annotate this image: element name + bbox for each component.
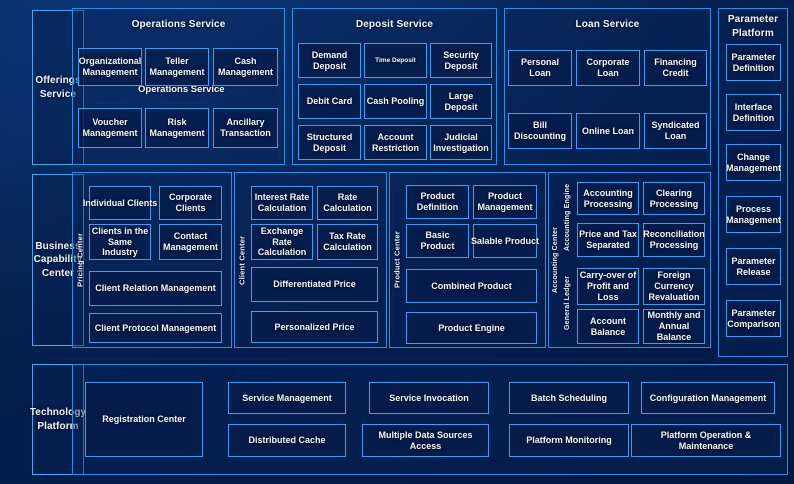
cell-monthly-and-annual-balance[interactable]: Monthly and Annual Balance <box>643 309 705 344</box>
cell-platform-monitoring[interactable]: Platform Monitoring <box>509 424 629 457</box>
cell-parameter-definition[interactable]: Parameter Definition <box>726 44 781 81</box>
cell-service-management[interactable]: Service Management <box>228 382 346 414</box>
cell-process-management[interactable]: Process Management <box>726 196 781 233</box>
cell-product-management[interactable]: Product Management <box>473 185 537 219</box>
cell-exchange-rate-calculation[interactable]: Exchange Rate Calculation <box>251 224 313 260</box>
cell-carry-over-of-profit-and-loss[interactable]: Carry-over of Profit and Loss <box>577 268 639 305</box>
cell-large-deposit[interactable]: Large Deposit <box>430 84 492 119</box>
cell-product-definition[interactable]: Product Definition <box>406 185 469 219</box>
cell-reconciliation-processing[interactable]: Reconciliation Processing <box>643 223 705 257</box>
cell-combined-product[interactable]: Combined Product <box>406 269 537 303</box>
cell-configuration-management[interactable]: Configuration Management <box>641 382 775 414</box>
vertical-label-general-ledger: General Ledger <box>564 275 571 331</box>
cell-structured-deposit[interactable]: Structured Deposit <box>298 125 361 160</box>
cell-platform-operation-and-maintenance[interactable]: Platform Operation & Maintenance <box>631 424 781 457</box>
cell-bill-discounting[interactable]: Bill Discounting <box>508 113 572 149</box>
cell-account-restriction[interactable]: Account Restriction <box>364 125 427 160</box>
cell-account-balance[interactable]: Account Balance <box>577 309 639 344</box>
cell-time-deposit[interactable]: Time Deposit <box>364 43 427 78</box>
row-label-business-capability-center: Business Capability Center <box>32 174 84 346</box>
cell-judicial-investigation[interactable]: Judicial Investigation <box>430 125 492 160</box>
cell-clients-in-the-same-industry[interactable]: Clients in the Same Industry <box>89 224 151 260</box>
cell-distributed-cache[interactable]: Distributed Cache <box>228 424 346 457</box>
cell-organizational-management[interactable]: Organizational Management <box>78 48 142 86</box>
cell-personalized-price[interactable]: Personalized Price <box>251 311 378 343</box>
row-label-offerings-service: Offerings Service <box>32 10 84 165</box>
cell-multiple-data-sources-access[interactable]: Multiple Data Sources Access <box>362 424 489 457</box>
cell-parameter-release[interactable]: Parameter Release <box>726 248 781 285</box>
cell-salable-product[interactable]: Salable Product <box>471 224 539 258</box>
cell-individual-clients[interactable]: Individual Clients <box>83 186 157 220</box>
cell-teller-management[interactable]: Teller Management <box>145 48 209 86</box>
cell-online-loan[interactable]: Online Loan <box>576 113 640 149</box>
cell-voucher-management[interactable]: Voucher Management <box>78 108 142 148</box>
cell-interface-definition[interactable]: Interface Definition <box>726 94 781 131</box>
cell-registration-center[interactable]: Registration Center <box>85 382 203 457</box>
cell-security-deposit[interactable]: Security Deposit <box>430 43 492 78</box>
cell-debit-card[interactable]: Debit Card <box>298 84 361 119</box>
cell-client-protocol-management[interactable]: Client Protocol Management <box>89 313 222 343</box>
cell-change-management[interactable]: Change Management <box>726 144 781 181</box>
vertical-label-client-center: Client Center <box>237 235 247 285</box>
cell-ancillary-transaction[interactable]: Ancillary Transaction <box>213 108 278 148</box>
cell-demand-deposit[interactable]: Demand Deposit <box>298 43 361 78</box>
cell-client-relation-management[interactable]: Client Relation Management <box>89 271 222 306</box>
cell-corporate-loan[interactable]: Corporate Loan <box>576 50 640 86</box>
cell-differentiated-price[interactable]: Differentiated Price <box>251 267 378 302</box>
cell-cash-pooling[interactable]: Cash Pooling <box>364 84 427 119</box>
cell-rate-calculation[interactable]: Rate Calculation <box>317 186 378 220</box>
vertical-label-accounting-engine: Accounting Engine <box>564 183 571 251</box>
cell-clearing-processing[interactable]: Clearing Processing <box>643 182 705 215</box>
cell-batch-scheduling[interactable]: Batch Scheduling <box>509 382 629 414</box>
cell-price-and-tax-separated[interactable]: Price and Tax Separated <box>577 223 639 257</box>
cell-service-invocation[interactable]: Service Invocation <box>369 382 489 414</box>
vertical-label-product-center: Product Center <box>392 231 402 289</box>
cell-interest-rate-calculation[interactable]: Interest Rate Calculation <box>251 186 313 220</box>
cell-personal-loan[interactable]: Personal Loan <box>508 50 572 86</box>
cell-corporate-clients[interactable]: Corporate Clients <box>159 186 222 220</box>
cell-accounting-processing[interactable]: Accounting Processing <box>577 182 639 215</box>
cell-basic-product[interactable]: Basic Product <box>406 224 469 258</box>
cell-cash-management[interactable]: Cash Management <box>213 48 278 86</box>
cell-foreign-currency-revaluation[interactable]: Foreign Currency Revaluation <box>643 268 705 305</box>
cell-financing-credit[interactable]: Financing Credit <box>644 50 707 86</box>
cell-contact-management[interactable]: Contact Management <box>159 224 222 260</box>
cell-parameter-comparison[interactable]: Parameter Comparison <box>726 300 781 337</box>
cell-product-engine[interactable]: Product Engine <box>406 312 537 344</box>
cell-risk-management[interactable]: Risk Management <box>145 108 209 148</box>
cell-tax-rate-calculation[interactable]: Tax Rate Calculation <box>317 224 378 260</box>
group-title-operations-service-duplicate: Operations Service <box>138 84 225 95</box>
cell-syndicated-loan[interactable]: Syndicated Loan <box>644 113 707 149</box>
row-label-technology-platform: Technology Platform <box>30 364 86 475</box>
vertical-label-accounting-center: Accounting Center <box>552 227 559 294</box>
